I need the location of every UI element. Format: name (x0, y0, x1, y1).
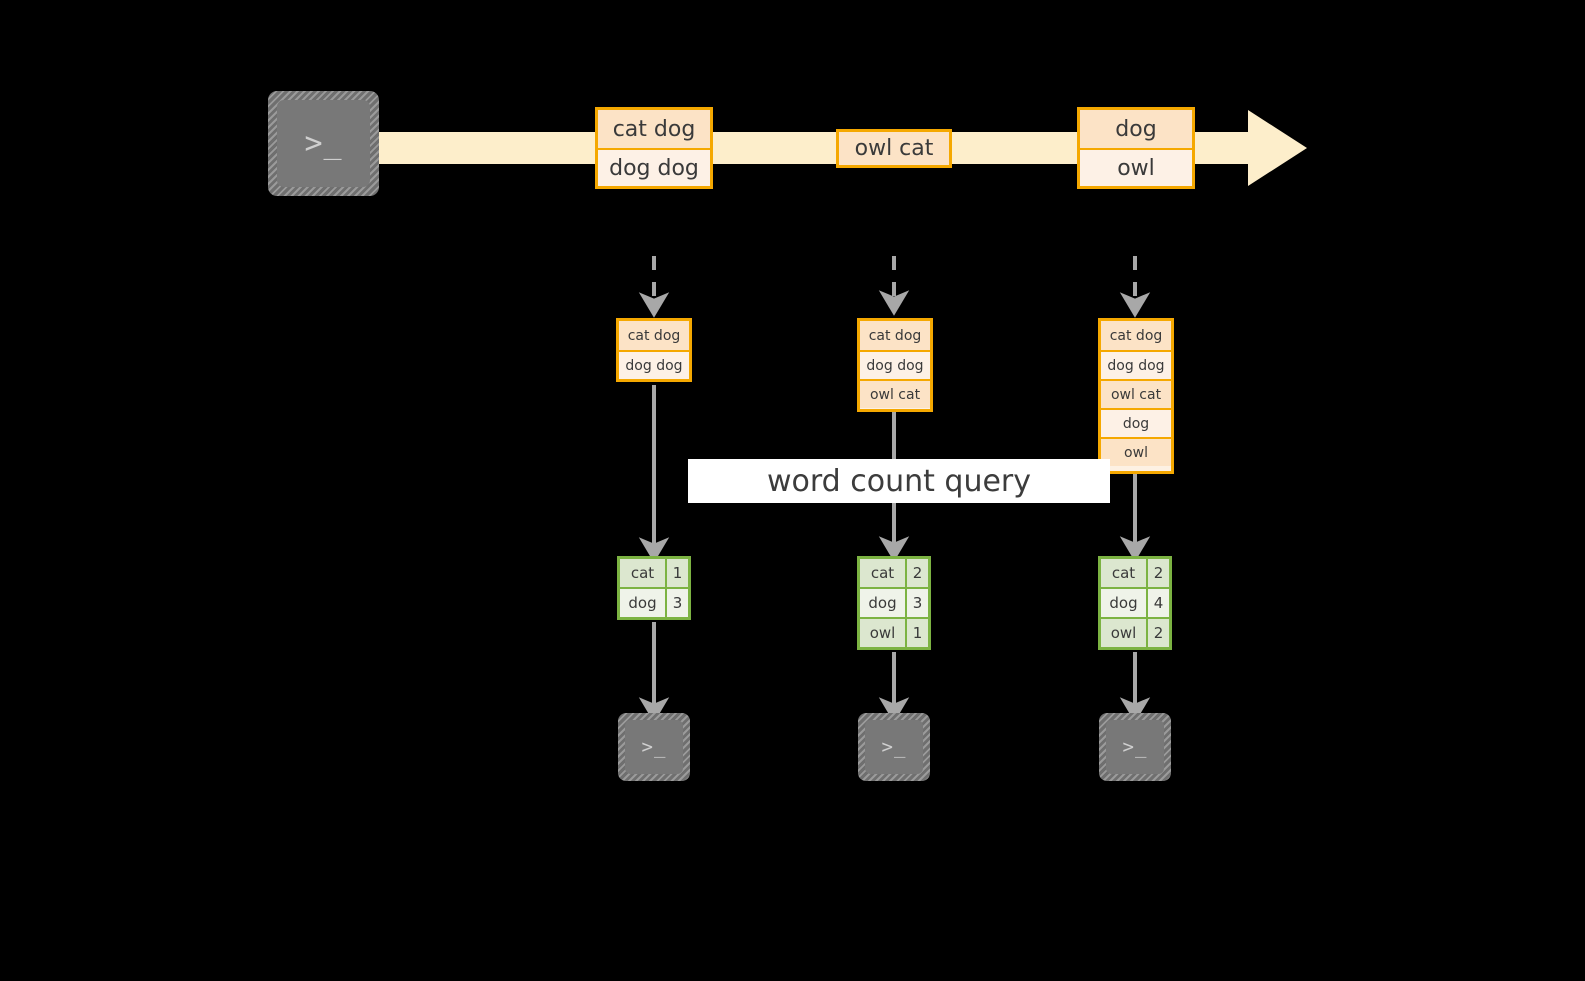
table-row: cat 2 (1101, 559, 1169, 587)
table-cell-count: 2 (907, 559, 928, 587)
terminal-prompt-glyph: >_ (1122, 736, 1148, 758)
table-cell-word: cat (860, 559, 907, 587)
snapshot-3-result-table: cat 2 dog 4 owl 2 (1098, 556, 1172, 650)
table-row: cat 1 (620, 559, 688, 587)
stream-message-cell: cat dog (598, 110, 710, 148)
table-cell-word: owl (1101, 619, 1148, 647)
table-cell-word: owl (860, 619, 907, 647)
terminal-screen (277, 100, 370, 187)
table-cell-word: cat (620, 559, 667, 587)
input-row: dog dog (860, 350, 930, 379)
table-cell-word: dog (860, 589, 907, 617)
table-cell-count: 4 (1148, 589, 1169, 617)
table-cell-count: 3 (907, 589, 928, 617)
table-row: owl 1 (860, 617, 928, 647)
table-row: dog 3 (620, 587, 688, 617)
stream-message-cell: dog (1080, 110, 1192, 148)
table-row: owl 2 (1101, 617, 1169, 647)
terminal-prompt-glyph: >_ (881, 736, 907, 758)
terminal-prompt-glyph: >_ (641, 736, 667, 758)
input-row: cat dog (860, 321, 930, 350)
source-terminal-icon: >_ (268, 91, 379, 196)
table-cell-word: dog (1101, 589, 1148, 617)
terminal-prompt-glyph: >_ (304, 126, 343, 161)
terminal-screen (1106, 720, 1164, 774)
stream-message-cell: owl cat (839, 132, 949, 165)
stream-message-3: dog owl (1077, 107, 1195, 189)
table-cell-count: 1 (907, 619, 928, 647)
table-cell-count: 3 (667, 589, 688, 617)
query-label: word count query (688, 459, 1110, 503)
table-cell-count: 2 (1148, 619, 1169, 647)
table-row: dog 4 (1101, 587, 1169, 617)
input-row: cat dog (619, 321, 689, 350)
table-row: dog 3 (860, 587, 928, 617)
snapshot-1-input-stack: cat dog dog dog (616, 318, 692, 382)
snapshot-2-result-table: cat 2 dog 3 owl 1 (857, 556, 931, 650)
table-cell-word: cat (1101, 559, 1148, 587)
stream-message-cell: owl (1080, 148, 1192, 186)
input-row: dog dog (619, 350, 689, 379)
input-row: owl cat (860, 379, 930, 408)
terminal-screen (865, 720, 923, 774)
table-cell-count: 2 (1148, 559, 1169, 587)
input-row: owl cat (1101, 379, 1171, 408)
input-row: owl (1101, 437, 1171, 466)
terminal-screen (625, 720, 683, 774)
input-row: dog (1101, 408, 1171, 437)
snapshot-3-sink-terminal-icon: >_ (1099, 713, 1171, 781)
table-row: cat 2 (860, 559, 928, 587)
snapshot-1-result-table: cat 1 dog 3 (617, 556, 691, 620)
input-row: dog dog (1101, 350, 1171, 379)
snapshot-2-sink-terminal-icon: >_ (858, 713, 930, 781)
table-cell-word: dog (620, 589, 667, 617)
snapshot-2-input-stack: cat dog dog dog owl cat (857, 318, 933, 412)
stream-message-1: cat dog dog dog (595, 107, 713, 189)
stream-message-2: owl cat (836, 129, 952, 168)
snapshot-1-sink-terminal-icon: >_ (618, 713, 690, 781)
snapshot-3-input-stack: cat dog dog dog owl cat dog owl (1098, 318, 1174, 474)
table-cell-count: 1 (667, 559, 688, 587)
input-row: cat dog (1101, 321, 1171, 350)
stream-message-cell: dog dog (598, 148, 710, 186)
